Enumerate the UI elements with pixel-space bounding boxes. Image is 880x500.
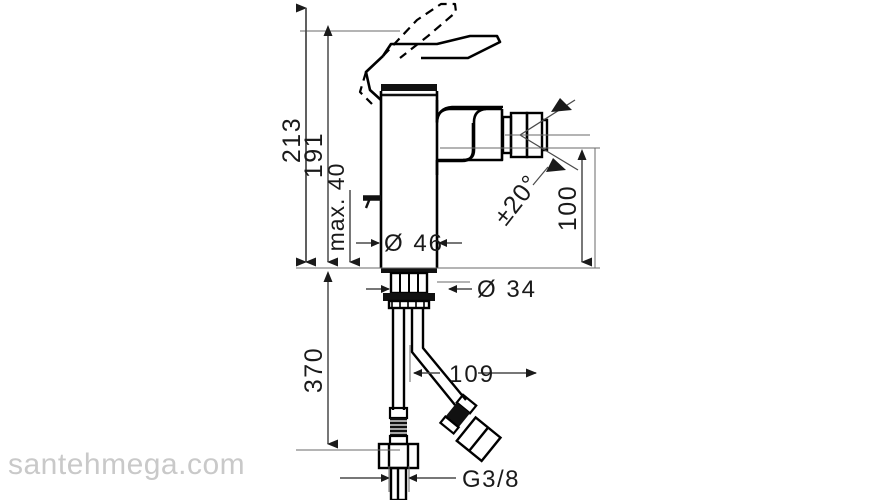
dimension-max-40-label: max. 40 xyxy=(323,163,349,252)
mounting-shank xyxy=(381,268,437,310)
dimension-213: 213 xyxy=(278,3,316,267)
dimension-191: 191 xyxy=(300,25,338,267)
faucet-outline xyxy=(364,34,502,101)
pop-up-waste-lever xyxy=(363,195,381,209)
dimension-109: 109 xyxy=(409,345,537,388)
dimension-max-40: max. 40 xyxy=(323,163,360,267)
lever-handle-raised-ghost xyxy=(358,2,458,105)
site-watermark: santehmega.com xyxy=(8,448,246,481)
dimension-100-label: 100 xyxy=(554,185,582,231)
lever-handle-closed xyxy=(381,34,502,60)
dimension-370-label: 370 xyxy=(300,347,328,393)
hose-ferrules xyxy=(388,393,478,446)
spout-arm xyxy=(435,105,503,163)
dimension-g38: G3/8 xyxy=(340,466,520,493)
dimension-191-label: 191 xyxy=(300,132,328,178)
connection-hoses xyxy=(391,308,467,410)
terminal-fittings xyxy=(377,415,503,500)
dimension-d34: Ø 34 xyxy=(366,276,537,303)
dimension-213-label: 213 xyxy=(278,117,306,163)
cartridge-seam xyxy=(381,84,437,97)
dimension-100: 100 xyxy=(554,149,592,267)
dimension-swivel-angle-label: ±20° xyxy=(489,170,545,231)
dimension-370: 370 xyxy=(300,271,338,449)
dimension-d46: Ø 46 xyxy=(356,230,462,257)
dimension-109-label: 109 xyxy=(449,361,495,388)
dimension-g38-label: G3/8 xyxy=(462,466,520,493)
dimension-d46-label: Ø 46 xyxy=(384,230,444,257)
handle-cap xyxy=(364,55,384,101)
dimension-d34-label: Ø 34 xyxy=(477,276,537,303)
extension-lines xyxy=(296,30,600,451)
